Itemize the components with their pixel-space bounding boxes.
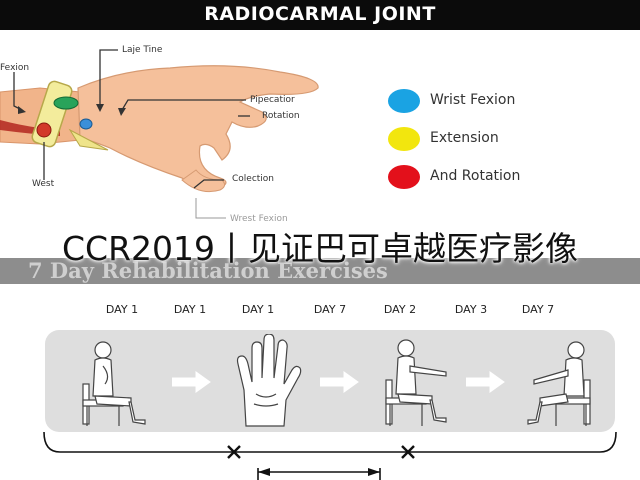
hand-shape xyxy=(77,65,319,189)
palm-line xyxy=(255,393,277,398)
figure-leg xyxy=(429,399,447,423)
timeline-bracket xyxy=(43,431,617,453)
seated-reaching-figure-scene xyxy=(385,339,447,426)
wrist-bone-wedge xyxy=(68,128,109,151)
leader-laje-tine xyxy=(99,49,118,106)
figure-leg xyxy=(527,401,543,425)
span-arrowhead-left xyxy=(258,468,270,476)
legend-label: Extension xyxy=(430,130,499,146)
label-west-fexion: Wrest Fexion xyxy=(230,214,288,224)
day-labels: DAY 1 DAY 1 DAY 1 DAY 7 DAY 2 DAY 3 DAY … xyxy=(0,303,640,319)
section-band: 7 Day Rehabilitation Exercises xyxy=(0,258,640,284)
timeline-marker-x-icon xyxy=(401,445,415,459)
figure-thigh xyxy=(94,395,132,407)
figure-leg xyxy=(128,401,146,425)
label-colection: Colection xyxy=(232,174,275,184)
timeline xyxy=(43,431,617,480)
label-fexion: Fexion xyxy=(0,63,30,73)
figure-arm-forward xyxy=(533,369,569,385)
seated-forward-figure-scene xyxy=(527,341,591,426)
figure-torso xyxy=(92,357,114,397)
legend-dot-red xyxy=(388,165,420,189)
day-label: DAY 1 xyxy=(241,303,275,316)
arrowhead-laje-tine xyxy=(96,104,104,112)
label-laje-tine: Laje Tine xyxy=(122,45,163,55)
legend-label: And Rotation xyxy=(430,168,521,184)
label-west: West xyxy=(32,179,55,189)
figure-torso xyxy=(395,355,417,395)
arrow-right-icon xyxy=(172,371,211,393)
leader-pipecatior xyxy=(121,99,246,111)
wrist-joint-blue xyxy=(79,118,93,130)
legend-dot-yellow xyxy=(388,127,420,151)
figure-torso xyxy=(563,357,585,397)
legend-label: Wrist Fexion xyxy=(430,92,516,108)
figure-arm-extended xyxy=(409,365,447,377)
legend-dot-blue xyxy=(388,89,420,113)
wrist-joint-red xyxy=(36,122,52,138)
wrist-bone-cap-green xyxy=(53,96,79,110)
arrow-right-icon xyxy=(320,371,359,393)
section-title: 7 Day Rehabilitation Exercises xyxy=(28,258,388,283)
day-label: DAY 1 xyxy=(173,303,207,316)
label-rotation: Rotation xyxy=(262,111,300,121)
hand-outline xyxy=(236,334,302,427)
palm-line xyxy=(253,403,279,407)
day-label: DAY 7 xyxy=(313,303,347,316)
figure-head xyxy=(94,341,112,359)
header-title: RADIOCARMAL JOINT xyxy=(204,3,436,25)
open-hand-scene xyxy=(236,334,302,427)
leader-west-fexion xyxy=(195,198,226,219)
leader-colection xyxy=(193,179,224,189)
day-label: DAY 1 xyxy=(105,303,139,316)
figure-thigh xyxy=(397,393,433,405)
day-label: DAY 7 xyxy=(521,303,555,316)
figure-head xyxy=(397,339,415,357)
day-label: DAY 2 xyxy=(383,303,417,316)
timeline-marker-x-icon xyxy=(227,445,241,459)
arrowhead-fexion xyxy=(18,106,26,114)
day-label: DAY 3 xyxy=(454,303,488,316)
seated-figure-scene xyxy=(82,341,146,426)
arrowhead-pipecatior xyxy=(118,108,126,116)
header-bar: RADIOCARMAL JOINT xyxy=(0,0,640,30)
label-pipecatior: Pipecatior xyxy=(250,95,295,105)
figure-arm xyxy=(102,365,109,385)
figure-head xyxy=(567,341,585,359)
wrist-hand-illustration xyxy=(0,49,319,219)
arrow-right-icon xyxy=(466,371,505,393)
span-arrowhead-right xyxy=(368,468,380,476)
caption-overlay: CCR2019丨见证巴可卓越医疗影像 xyxy=(62,229,578,268)
